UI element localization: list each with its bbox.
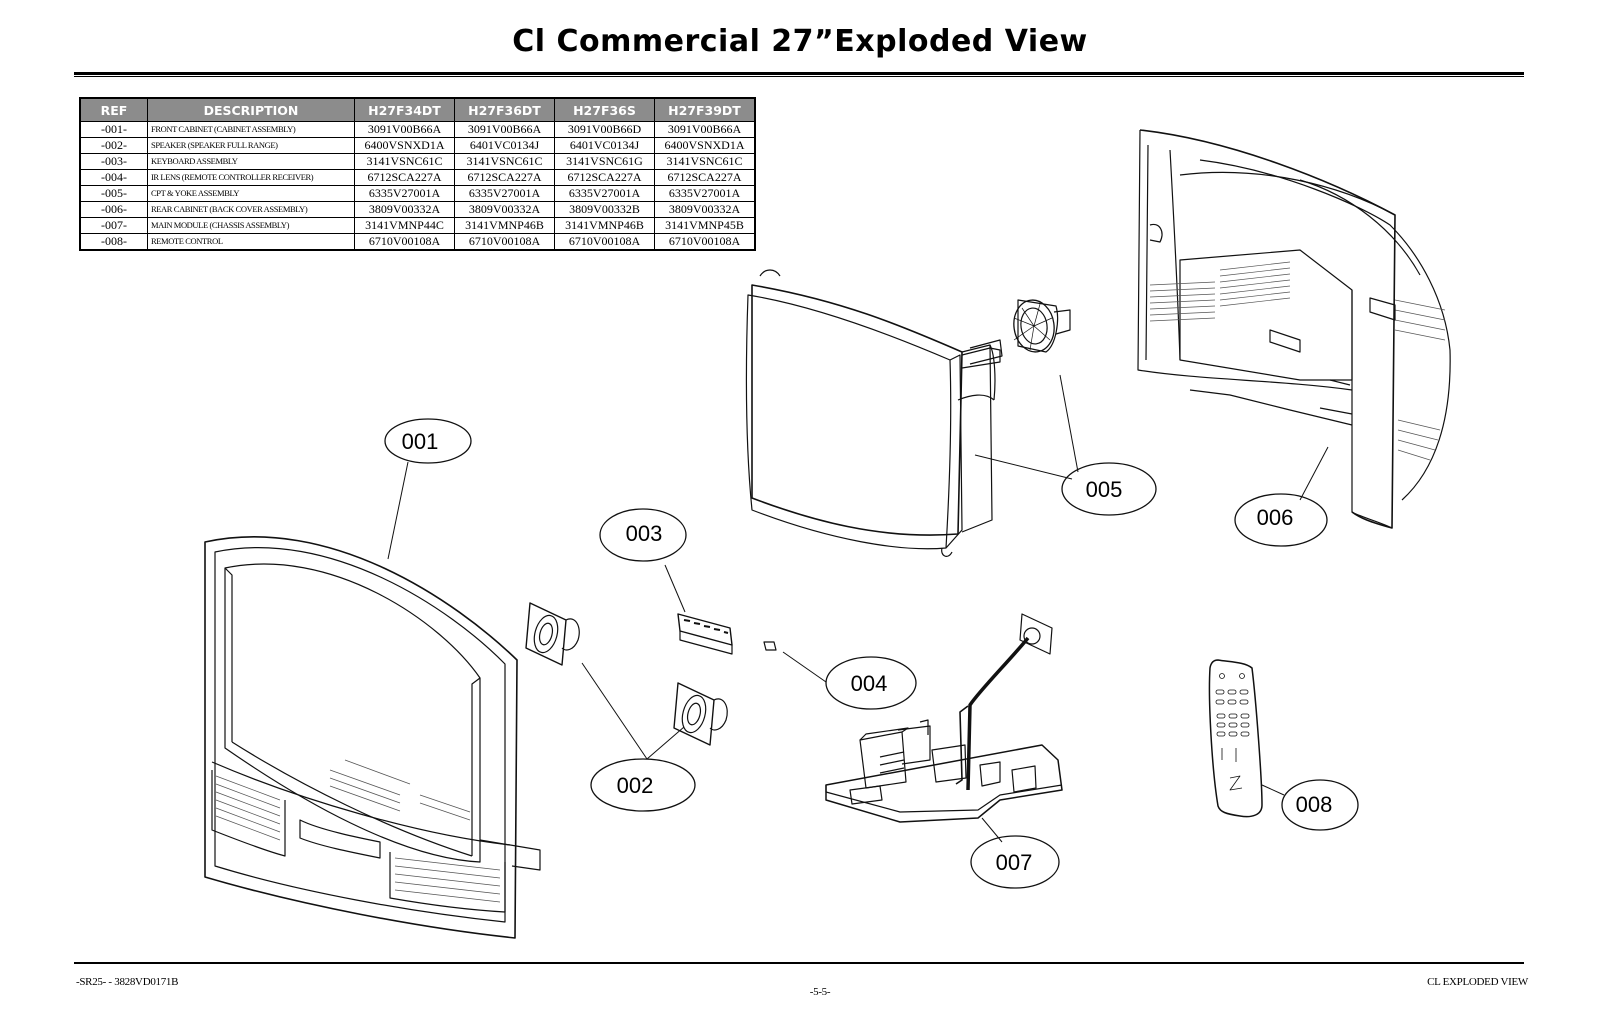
keyboard-assembly-drawing [677, 613, 733, 655]
front-cabinet-drawing [204, 536, 541, 939]
callout-003-label: 003 [626, 521, 663, 546]
table-row: -008- REMOTE CONTROL 6710V00108A 6710V00… [79, 233, 756, 251]
callout-002-ellipse [590, 758, 696, 812]
callout-005-label: 005 [1086, 477, 1123, 502]
rear-cabinet-drawing [1137, 129, 1451, 529]
ir-lens-drawing [763, 641, 777, 651]
footer-page-number: -5-5- [809, 986, 831, 998]
part-number-cell: 3141VSNC61C [454, 153, 555, 170]
ref-cell: -007- [79, 217, 148, 234]
part-number-cell: 3091V00B66D [554, 121, 655, 138]
part-number-cell: 6335V27001A [554, 185, 655, 202]
part-number-cell: 3141VMNP46B [454, 217, 555, 234]
ref-cell: -002- [79, 137, 148, 154]
callout-007-ellipse [970, 835, 1060, 889]
part-number-cell: 6335V27001A [354, 185, 455, 202]
table-row: -002- SPEAKER (SPEAKER FULL RANGE) 6400V… [79, 137, 756, 154]
callout-002-label: 002 [617, 773, 654, 798]
callout-004-ellipse [825, 656, 917, 710]
part-number-cell: 6712SCA227A [554, 169, 655, 186]
page-title: Cl Commercial 27”Exploded View [512, 24, 1088, 59]
leader-lines [387, 374, 1329, 843]
table-row: -004- IR LENS (REMOTE CONTROLLER RECEIVE… [79, 169, 756, 186]
callout-001-ellipse [384, 418, 472, 464]
footer-doc-number: -SR25- - 3828VD0171B [76, 976, 179, 988]
ref-cell: -006- [79, 201, 148, 218]
part-number-cell: 6712SCA227A [354, 169, 455, 186]
part-number-cell: 6710V00108A [654, 233, 756, 251]
column-header-description: DESCRIPTION [147, 97, 355, 122]
part-number-cell: 3809V00332A [654, 201, 756, 218]
part-number-cell: 6401VC0134J [454, 137, 555, 154]
footer-section-title: CL EXPLODED VIEW [1427, 976, 1528, 988]
callout-ellipses [384, 418, 1359, 889]
description-cell: MAIN MODULE (CHASSIS ASSEMBLY) [147, 217, 355, 234]
callout-008-ellipse [1281, 779, 1359, 831]
callout-006-label: 006 [1257, 505, 1294, 530]
part-number-cell: 6710V00108A [454, 233, 555, 251]
callout-005-ellipse [1061, 462, 1157, 516]
part-number-cell: 3141VSNC61C [654, 153, 756, 170]
part-number-cell: 3809V00332A [354, 201, 455, 218]
part-number-cell: 3141VMNP45B [654, 217, 756, 234]
title-rule [74, 72, 1524, 77]
column-header-ref: REF [79, 97, 148, 122]
table-row: -006- REAR CABINET (BACK COVER ASSEMBLY)… [79, 201, 756, 218]
ref-cell: -008- [79, 233, 148, 251]
part-number-cell: 6710V00108A [554, 233, 655, 251]
callout-006-ellipse [1234, 493, 1328, 547]
remote-control-drawing [1208, 659, 1263, 818]
column-header-model-4: H27F39DT [654, 97, 756, 122]
footer-rule [74, 962, 1524, 964]
callout-008-label: 008 [1296, 792, 1333, 817]
picture-tube-drawing [745, 269, 1003, 557]
callout-004-label: 004 [851, 671, 888, 696]
part-number-cell: 3141VMNP44C [354, 217, 455, 234]
callout-003-ellipse [599, 508, 687, 562]
part-number-cell: 6712SCA227A [454, 169, 555, 186]
speaker-drawing [525, 602, 728, 746]
description-cell: REMOTE CONTROL [147, 233, 355, 251]
part-number-cell: 3141VMNP46B [554, 217, 655, 234]
table-row: -003- KEYBOARD ASSEMBLY 3141VSNC61C 3141… [79, 153, 756, 170]
main-module-drawing [825, 613, 1063, 823]
callout-001-label: 001 [402, 429, 439, 454]
ref-cell: -003- [79, 153, 148, 170]
part-number-cell: 6401VC0134J [554, 137, 655, 154]
callout-007-label: 007 [996, 850, 1033, 875]
deflection-yoke-drawing [1013, 299, 1071, 353]
column-header-model-3: H27F36S [554, 97, 655, 122]
parts-table: REF DESCRIPTION H27F34DT H27F36DT H27F36… [79, 97, 756, 251]
table-row: -007- MAIN MODULE (CHASSIS ASSEMBLY) 314… [79, 217, 756, 234]
part-number-cell: 6710V00108A [354, 233, 455, 251]
table-row: -001- FRONT CABINET (CABINET ASSEMBLY) 3… [79, 121, 756, 138]
part-number-cell: 3141VSNC61C [354, 153, 455, 170]
